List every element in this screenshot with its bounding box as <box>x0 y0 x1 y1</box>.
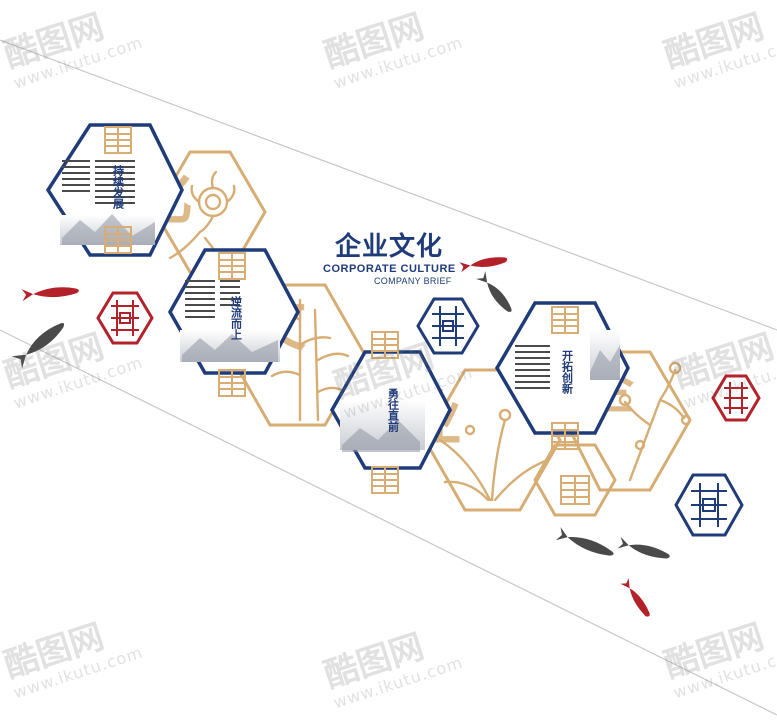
wall-guide-lines <box>0 39 777 716</box>
panel-3 <box>329 350 452 470</box>
panel-heading-2: 逆流而上 <box>230 295 243 340</box>
page-title-english: CORPORATE CULTURE <box>323 263 456 275</box>
gray-fish-icon <box>555 527 614 556</box>
red-fish-icon <box>459 257 508 273</box>
lattice-red-right <box>711 374 761 422</box>
body-text-lines-2 <box>185 280 240 318</box>
lattice-ornaments <box>96 126 761 537</box>
page-title: 企业文化 <box>335 232 444 262</box>
lattice-red-left <box>96 291 154 345</box>
panel-2 <box>167 248 300 375</box>
koi-fish <box>11 257 670 617</box>
red-fish-icon <box>21 287 79 302</box>
body-text-lines-4 <box>515 345 550 389</box>
orchid-icon <box>438 408 550 502</box>
red-fish-icon <box>620 578 650 617</box>
page-subtitle: COMPANY BRIEF <box>374 276 452 286</box>
gold-hex-5 <box>533 443 617 517</box>
lattice-gold-small <box>104 126 590 505</box>
panel-heading-3: 勇往直前 <box>387 388 400 433</box>
gray-fish-icon <box>617 536 670 559</box>
lattice-navy-center <box>416 297 480 355</box>
gray-fish-icon <box>11 322 65 369</box>
panel-heading-1: 持续发展 <box>112 164 126 210</box>
body-text-lines-1 <box>62 160 135 204</box>
panel-4 <box>494 301 630 435</box>
panel-headings: 持续发展 逆流而上 勇往直前 开拓创新 <box>112 164 575 433</box>
plum-blossom-icon <box>618 361 692 482</box>
gray-fish-icon <box>476 271 512 312</box>
panel-heading-4: 开拓创新 <box>561 350 575 395</box>
lattice-navy-bottom-right <box>674 473 744 537</box>
